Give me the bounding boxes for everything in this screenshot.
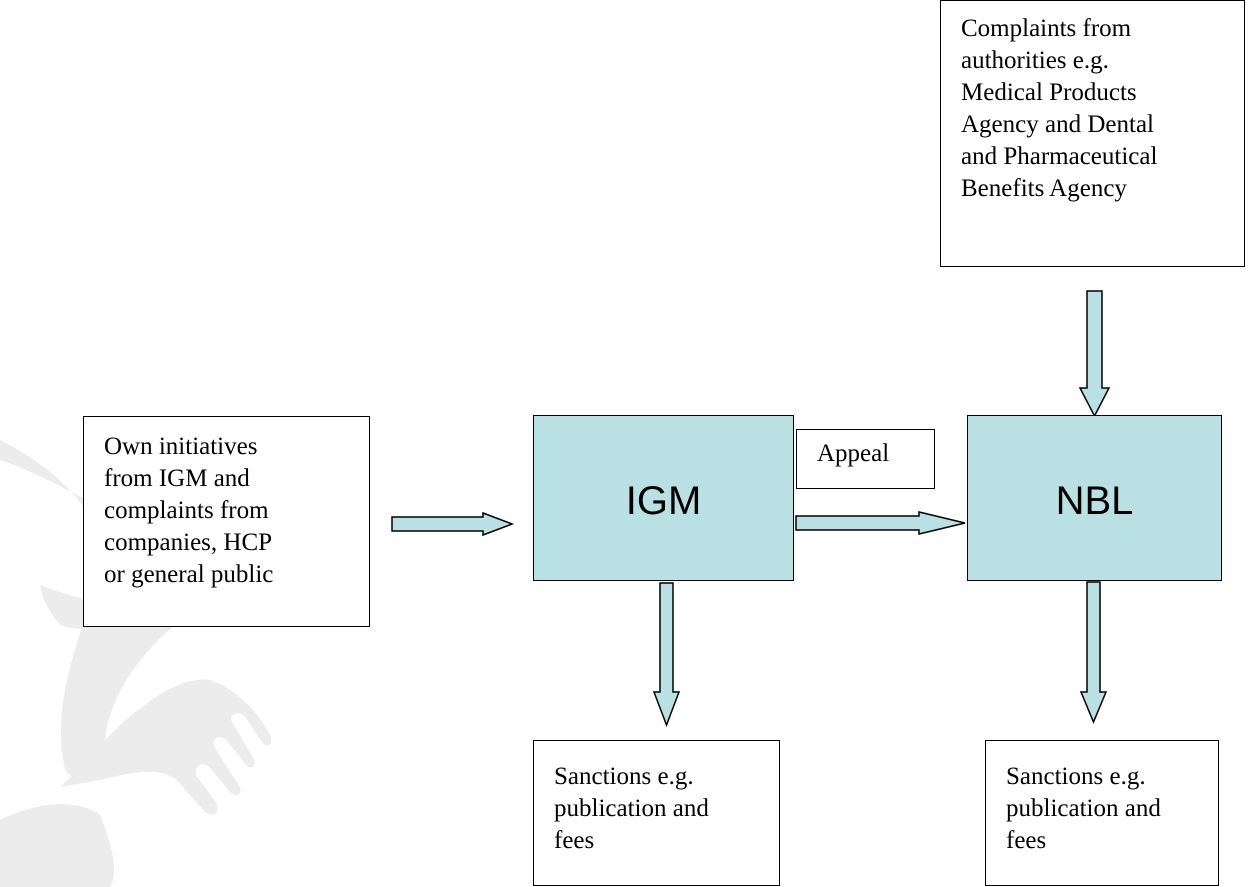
igm-sanctions-box: Sanctions e.g. publication and fees — [533, 740, 780, 886]
initiatives-complaints-box: Own initiatives from IGM and complaints … — [83, 416, 370, 627]
igm-node-label: IGM — [625, 478, 702, 523]
igm-node: IGM — [533, 415, 794, 581]
arrow-igm-to-sanctions — [652, 582, 681, 728]
arrow-igm-to-nbl — [795, 511, 966, 535]
nbl-node: NBL — [967, 415, 1222, 581]
nbl-node-label: NBL — [1055, 478, 1134, 523]
nbl-sanctions-box: Sanctions e.g. publication and fees — [985, 740, 1219, 886]
arrow-authorities-to-nbl — [1078, 290, 1111, 418]
authorities-complaints-box: Complaints from authorities e.g. Medical… — [940, 0, 1245, 267]
arrow-initiatives-to-igm — [391, 511, 515, 537]
arrow-nbl-to-sanctions — [1079, 581, 1108, 724]
appeal-label-box: Appeal — [796, 429, 935, 489]
